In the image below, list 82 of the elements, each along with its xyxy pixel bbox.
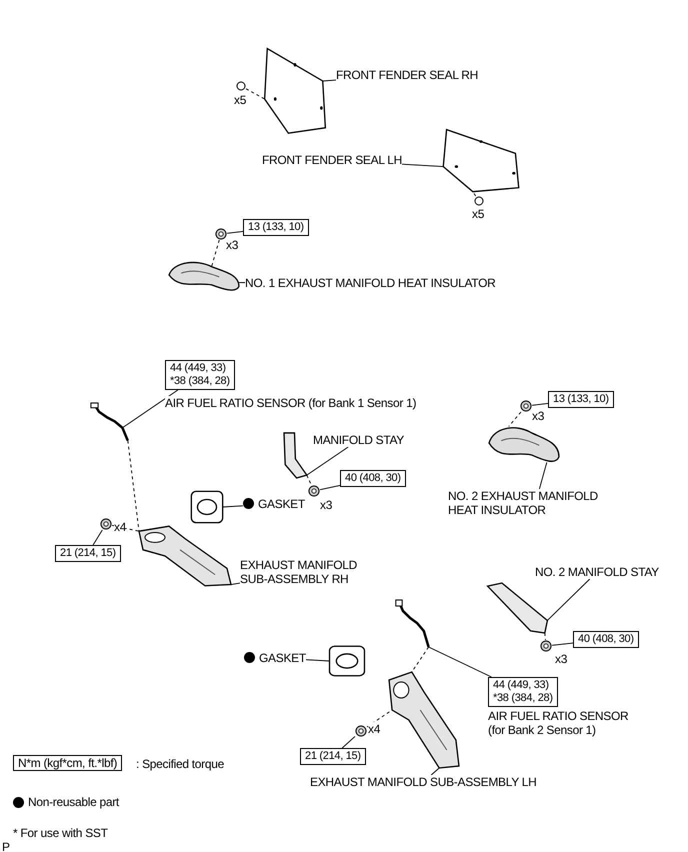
- part-name-label: NO. 2 MANIFOLD STAY: [535, 565, 659, 579]
- quantity-label: x5: [234, 93, 246, 107]
- torque-value-box: [573, 631, 639, 648]
- torque-value: *38 (384, 28): [170, 375, 230, 388]
- bolt-drawing: [215, 228, 227, 240]
- torque-value: 44 (449, 33): [493, 679, 550, 692]
- leader-line: [226, 230, 244, 234]
- manifold-stay-drawing: [485, 582, 550, 634]
- torque-unit-box: N*m (kgf*cm, ft.*lbf): [13, 755, 122, 771]
- clip-circle: [474, 196, 484, 206]
- legend-text: * For use with SST: [13, 826, 108, 840]
- leader-line: [322, 80, 336, 82]
- dashed-line: [246, 88, 266, 100]
- quantity-label: x3: [320, 498, 332, 512]
- figure-code: P: [2, 840, 10, 852]
- dashed-line: [127, 440, 140, 532]
- leader-line: [238, 282, 246, 284]
- part-name-label: AIR FUEL RATIO SENSOR (for Bank 1 Sensor 1): [165, 396, 416, 410]
- quantity-label: x4: [368, 722, 380, 736]
- gasket-drawing: [190, 490, 224, 524]
- torque-value: 13 (133, 10): [248, 221, 304, 234]
- exhaust-manifold-drawing: [386, 670, 462, 770]
- legend-text: Non-reusable part: [28, 795, 119, 809]
- quantity-label: x3: [532, 409, 544, 423]
- clip-circle: [236, 81, 246, 91]
- torque-value-box: [548, 391, 614, 408]
- leader-line: [546, 578, 590, 621]
- leader-line: [428, 646, 492, 678]
- leader-line: [230, 582, 240, 585]
- torque-value: 21 (214, 15): [305, 750, 361, 763]
- quantity-label: x3: [555, 652, 568, 666]
- torque-value-box: [243, 219, 309, 236]
- quantity-label: x3: [226, 238, 238, 252]
- torque-value: 44 (449, 33): [170, 362, 227, 375]
- torque-value-box: [55, 545, 121, 562]
- quantity-label: x4: [114, 520, 126, 534]
- leader-line: [342, 736, 356, 748]
- leader-line: [320, 485, 340, 490]
- torque-value-box: [488, 677, 558, 707]
- part-name-label: GASKET: [258, 497, 305, 511]
- leader-line: [92, 530, 103, 546]
- torque-value: 21 (214, 15): [60, 547, 116, 560]
- torque-value: *38 (384, 28): [493, 692, 553, 705]
- leader-line: [532, 402, 548, 406]
- dashed-line: [508, 412, 522, 427]
- leader-line: [305, 659, 330, 662]
- nut-drawing: [100, 518, 112, 530]
- fender-seal-drawing: [440, 127, 522, 193]
- torque-value-box: [165, 360, 235, 390]
- dashed-line: [112, 524, 140, 532]
- part-name-label: GASKET: [259, 651, 306, 665]
- leader-line: [306, 446, 349, 476]
- legend-text: : Specified torque: [136, 757, 224, 771]
- dashed-line: [211, 240, 220, 268]
- leader-line: [430, 768, 440, 776]
- bolt-drawing: [308, 485, 320, 497]
- fender-seal-drawing: [262, 45, 328, 135]
- dashed-line: [366, 710, 393, 728]
- torque-value-box: [340, 470, 406, 487]
- torque-value: 40 (408, 30): [345, 472, 401, 485]
- gasket-drawing: [328, 645, 366, 677]
- quantity-label: x5: [472, 207, 484, 221]
- leader-line: [222, 505, 244, 508]
- part-name-label: FRONT FENDER SEAL LH: [262, 153, 402, 167]
- part-name-label: MANIFOLD STAY: [313, 433, 404, 447]
- bolt-drawing: [520, 400, 532, 412]
- nut-drawing: [355, 725, 367, 737]
- dashed-line: [306, 474, 312, 486]
- leader-line: [122, 390, 178, 428]
- leader-line: [402, 164, 444, 168]
- bolt-drawing: [540, 640, 552, 652]
- dashed-line: [472, 191, 476, 196]
- leader-line: [552, 642, 574, 646]
- dashed-line: [544, 632, 546, 640]
- part-name-label: FRONT FENDER SEAL RH: [336, 68, 478, 82]
- dashed-line: [411, 646, 430, 672]
- part-name-label: EXHAUST MANIFOLD SUB-ASSEMBLY LH: [310, 775, 536, 789]
- torque-value: 40 (408, 30): [578, 633, 634, 646]
- part-name-label: NO. 1 EXHAUST MANIFOLD HEAT INSULATOR: [245, 276, 496, 290]
- leader-line: [538, 462, 548, 490]
- torque-value-box: [300, 748, 366, 765]
- torque-value: 13 (133, 10): [553, 393, 609, 406]
